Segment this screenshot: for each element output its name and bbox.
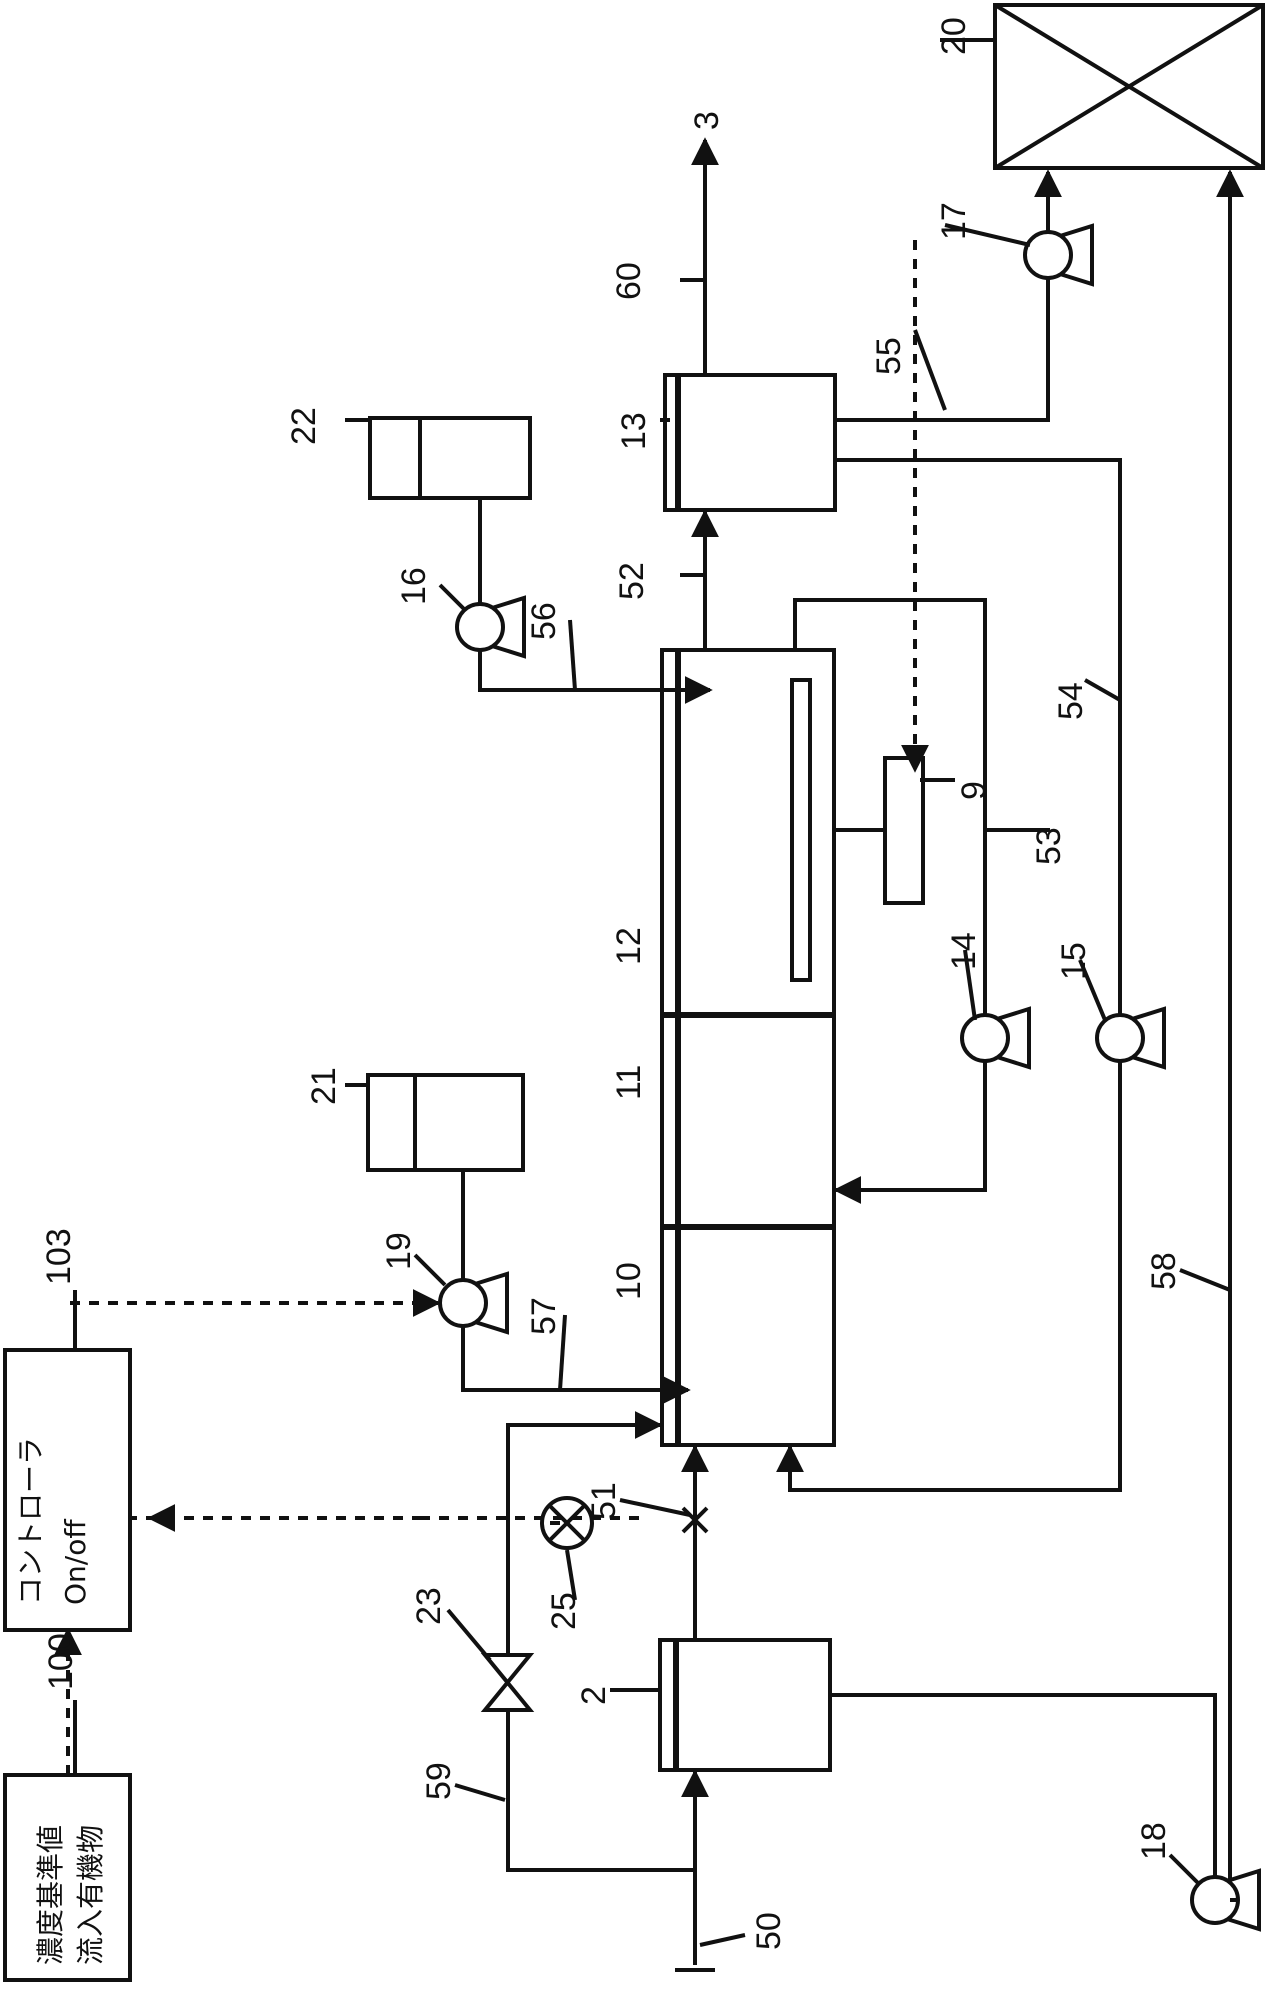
reference-value-box: 流入有機物 濃度基準値 xyxy=(3,1773,132,1982)
chemical-tank-21 xyxy=(366,1073,525,1172)
controller-line1: On/off xyxy=(59,1519,92,1605)
label-16: 16 xyxy=(395,567,433,605)
label-54: 54 xyxy=(1052,682,1090,720)
pump-16 xyxy=(455,595,526,659)
label-59: 59 xyxy=(420,1762,458,1800)
valve-23 xyxy=(480,1653,535,1712)
label-56: 56 xyxy=(525,602,563,640)
label-12: 12 xyxy=(610,927,648,965)
pump-18 xyxy=(1190,1868,1261,1932)
label-20: 20 xyxy=(935,17,973,55)
tank-2 xyxy=(658,1638,832,1772)
reference-line2: 濃度基準値 xyxy=(34,1825,67,1965)
label-25: 25 xyxy=(545,1592,583,1630)
label-23: 23 xyxy=(410,1587,448,1625)
label-17: 17 xyxy=(935,202,973,240)
label-3: 3 xyxy=(688,111,726,130)
label-18: 18 xyxy=(1135,1822,1173,1860)
controller-line2: コントローラ xyxy=(14,1437,47,1605)
pump-15 xyxy=(1095,1006,1166,1070)
label-51: 51 xyxy=(585,1482,623,1520)
label-11: 11 xyxy=(610,1065,648,1100)
label-21: 21 xyxy=(305,1067,343,1105)
pump-14 xyxy=(960,1006,1031,1070)
leader-lines xyxy=(73,38,1231,1947)
label-19: 19 xyxy=(380,1232,418,1270)
label-103: 103 xyxy=(40,1228,78,1285)
label-2: 2 xyxy=(575,1686,613,1705)
pump-19 xyxy=(438,1271,509,1335)
sludge-tank-20 xyxy=(993,3,1265,170)
label-9: 9 xyxy=(955,781,993,800)
sensor-25 xyxy=(540,1496,594,1550)
reference-numerals: 20 3 60 17 55 22 13 16 52 56 54 9 53 12 … xyxy=(40,17,1183,1950)
label-13: 13 xyxy=(615,412,653,450)
label-60: 60 xyxy=(610,262,648,300)
tank-13 xyxy=(663,373,837,512)
label-57: 57 xyxy=(525,1297,563,1335)
label-50: 50 xyxy=(750,1912,788,1950)
chemical-tank-22 xyxy=(368,416,532,500)
label-53: 53 xyxy=(1030,827,1068,865)
pump-17 xyxy=(1023,223,1094,287)
label-52: 52 xyxy=(613,562,651,600)
label-100: 100 xyxy=(42,1633,80,1690)
membrane-unit-9 xyxy=(834,756,925,905)
label-55: 55 xyxy=(870,337,908,375)
flow-cross-51 xyxy=(681,1506,709,1534)
label-58: 58 xyxy=(1145,1252,1183,1290)
label-22: 22 xyxy=(285,407,323,445)
on-off-controller-box: On/off コントローラ xyxy=(3,1348,132,1632)
main-reactor xyxy=(660,648,836,1447)
label-10: 10 xyxy=(610,1262,648,1300)
reference-line1: 流入有機物 xyxy=(74,1825,107,1965)
